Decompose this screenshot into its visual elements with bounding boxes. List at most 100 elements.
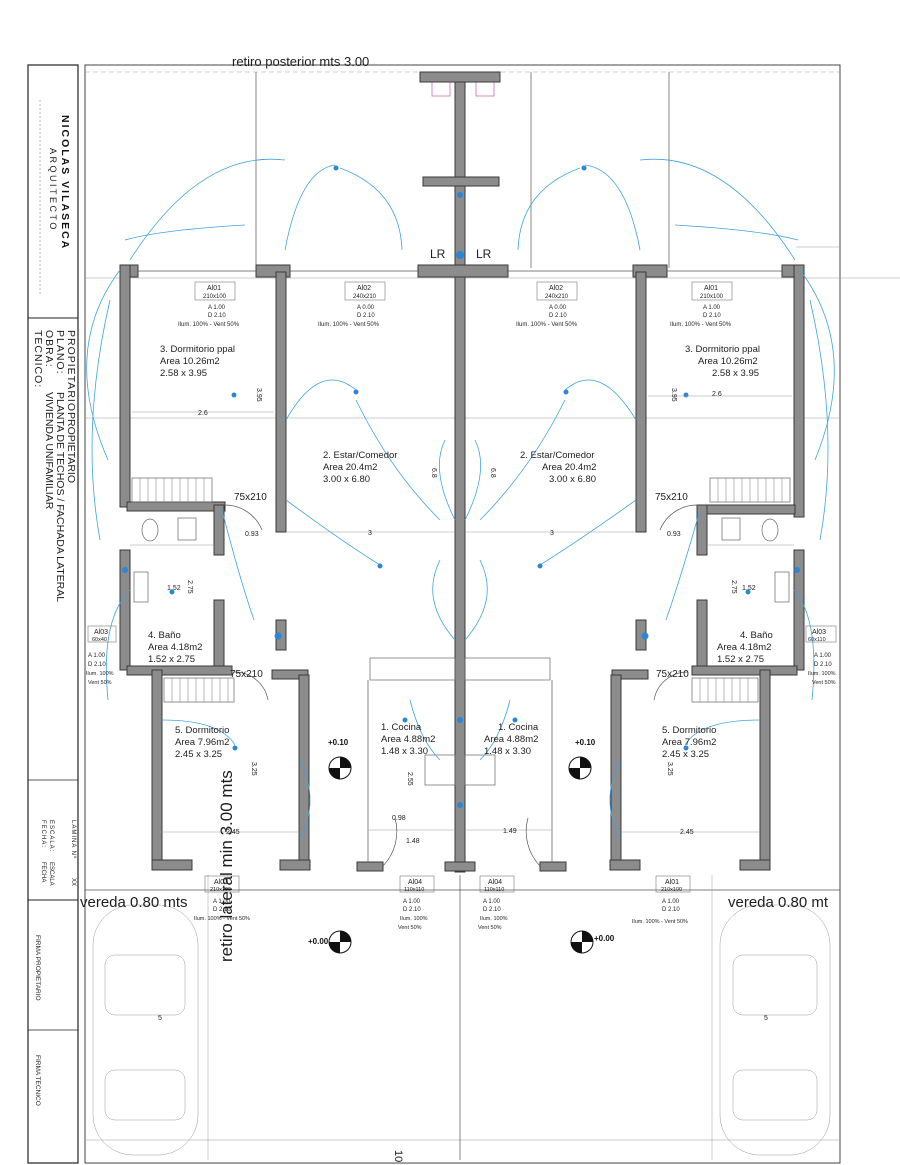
svg-text:2.75: 2.75 — [186, 580, 193, 594]
obra-value: VIVIENDA UNIFAMILIAR — [43, 392, 55, 510]
svg-text:3.95: 3.95 — [670, 388, 677, 402]
room-dorm-ppal-left: 3. Dormitorio ppal Area 10.26m2 2.58 x 3… — [160, 344, 235, 379]
dimensions: 2.6 2.6 3.95 3.95 6.8 6.8 3 3 0.93 0.93 … — [132, 388, 792, 845]
svg-text:2.45 x 3.25: 2.45 x 3.25 — [662, 749, 709, 760]
fecha-value: FECHA — [40, 862, 46, 882]
svg-text:+0.10: +0.10 — [575, 738, 596, 747]
window-tag-al03-left: Al03 60x40 A 1.00 D 2.10 Ilum. 100% Vent… — [86, 625, 117, 686]
svg-text:2.6: 2.6 — [712, 391, 722, 398]
svg-text:Al04: Al04 — [408, 879, 422, 886]
svg-text:2.6: 2.6 — [198, 410, 208, 417]
window-tag-al01-top-right: Al01 210x100 A 1.00 D 2.10 Ilum. 100% - … — [670, 281, 733, 328]
svg-text:A 1.00: A 1.00 — [814, 653, 832, 659]
svg-text:6.8: 6.8 — [489, 468, 496, 478]
window-tag-al01-bottom-left: Al01 210x100 A 1.00 D 2.10 Ilum. 100% - … — [194, 875, 250, 922]
window-tag-al03-right: Al03 60x110 A 1.00 D 2.10 Ilum. 100% Ven… — [805, 625, 837, 686]
svg-text:2. Estar/Comedor: 2. Estar/Comedor — [323, 450, 397, 461]
svg-text:D 2.10: D 2.10 — [208, 313, 226, 319]
svg-text:Ilum. 100% - Vent 50%: Ilum. 100% - Vent 50% — [670, 322, 732, 328]
room-bano-left: 4. Baño Area 4.18m2 1.52 x 2.75 — [148, 630, 202, 665]
window-tag-al02-right: Al02 240x210 A 0.00 D 2.10 Ilum. 100% - … — [516, 281, 578, 328]
svg-text:Al01: Al01 — [665, 879, 679, 886]
svg-text:210x100: 210x100 — [210, 887, 231, 893]
svg-text:3. Dormitorio ppal: 3. Dormitorio ppal — [160, 344, 235, 355]
svg-text:Vent 50%: Vent 50% — [812, 680, 836, 686]
room-estar-right: 2. Estar/Comedor Area 20.4m2 3.00 x 6.80 — [520, 450, 596, 485]
owner-value: PROPIETARIO — [65, 412, 77, 483]
svg-text:1.48 x 3.30: 1.48 x 3.30 — [484, 746, 531, 757]
door-tag-3: 75x210 — [230, 669, 263, 680]
svg-text:Ilum. 100% - Vent 50%: Ilum. 100% - Vent 50% — [632, 919, 688, 925]
room-dorm-left: 5. Dormitorio Area 7.96m2 2.45 x 3.25 — [175, 725, 229, 760]
svg-text:3: 3 — [368, 530, 372, 537]
escala-value: ESCALA — [48, 862, 54, 886]
room-estar-left: 2. Estar/Comedor Area 20.4m2 3.00 x 6.80 — [323, 450, 397, 485]
svg-text:1.48: 1.48 — [406, 838, 420, 845]
svg-text:1.48 x 3.30: 1.48 x 3.30 — [381, 746, 428, 757]
svg-text:+0.00: +0.00 — [594, 934, 615, 943]
svg-text:5. Dormitorio: 5. Dormitorio — [175, 725, 229, 736]
firma-propietario: FIRMA PROPIETARIO — [34, 935, 41, 1001]
bottom-dimension-number: 10 — [392, 1150, 404, 1162]
svg-text:Al03: Al03 — [94, 629, 108, 636]
svg-text:Area 10.26m2: Area 10.26m2 — [160, 356, 220, 367]
svg-text:0.98: 0.98 — [392, 815, 406, 822]
room-cocina-right: 1. Cocina Area 4.88m2 1.48 x 3.30 — [484, 722, 539, 757]
svg-text:D 2.10: D 2.10 — [357, 313, 375, 319]
parking-dimension-left: 5 — [158, 1015, 162, 1022]
architect-name: NICOLAS VILASECA — [59, 115, 71, 250]
svg-text:0.93: 0.93 — [667, 531, 681, 538]
top-setback-label: retiro posterior mts 3.00 — [232, 54, 369, 69]
svg-text:3.00 x 6.80: 3.00 x 6.80 — [323, 474, 370, 485]
svg-text:2.75: 2.75 — [730, 580, 737, 594]
svg-text:2.58 x 3.95: 2.58 x 3.95 — [160, 368, 207, 379]
svg-text:+0.00: +0.00 — [308, 937, 329, 946]
svg-text:Area 20.4m2: Area 20.4m2 — [323, 462, 377, 473]
vereda-label-left: vereda 0.80 mts — [80, 894, 188, 911]
vereda-label-right: vereda 0.80 mt — [728, 894, 829, 911]
svg-text:4. Baño: 4. Baño — [148, 630, 181, 641]
plan-label: PLANO: — [54, 330, 66, 375]
svg-text:1.52: 1.52 — [167, 585, 181, 592]
parking-dimension-right: 5 — [764, 1015, 768, 1022]
svg-text:2.45 x 3.25: 2.45 x 3.25 — [175, 749, 222, 760]
svg-text:Al04: Al04 — [488, 879, 502, 886]
door-tag-2: 75x210 — [655, 492, 688, 503]
svg-text:0.93: 0.93 — [245, 531, 259, 538]
laundry-label-right: LR — [476, 247, 492, 261]
door-tag-4: 75x210 — [656, 669, 689, 680]
svg-text:Ilum. 100%: Ilum. 100% — [400, 916, 428, 922]
svg-text:Area 4.18m2: Area 4.18m2 — [717, 642, 771, 653]
svg-text:3. Dormitorio ppal: 3. Dormitorio ppal — [685, 344, 760, 355]
svg-text:3.95: 3.95 — [255, 388, 262, 402]
svg-text:D 2.10: D 2.10 — [88, 662, 106, 668]
svg-text:Area 10.26m2: Area 10.26m2 — [698, 356, 758, 367]
room-cocina-left: 1. Cocina Area 4.88m2 1.48 x 3.30 — [381, 722, 435, 757]
svg-text:Area 4.88m2: Area 4.88m2 — [484, 734, 538, 745]
svg-text:Ilum. 100% - Vent 50%: Ilum. 100% - Vent 50% — [318, 322, 380, 328]
svg-text:Area 7.96m2: Area 7.96m2 — [662, 737, 716, 748]
svg-text:2.45: 2.45 — [680, 829, 694, 836]
title-block: NICOLAS VILASECA ARQUITECTO PROPIETARIO:… — [27, 64, 79, 1164]
electrical-wiring — [86, 158, 835, 841]
svg-text:Vent 50%: Vent 50% — [398, 925, 422, 931]
svg-text:2.45: 2.45 — [226, 829, 240, 836]
svg-text:1.52: 1.52 — [742, 585, 756, 592]
window-tag-al04-right: Al04 110x110 A 1.00 D 2.10 Ilum. 100% Ve… — [478, 875, 515, 931]
svg-text:+0.10: +0.10 — [328, 738, 349, 747]
svg-text:1.52 x 2.75: 1.52 x 2.75 — [717, 654, 764, 665]
svg-text:2.55: 2.55 — [406, 772, 413, 786]
svg-text:3: 3 — [550, 530, 554, 537]
svg-text:1.52 x 2.75: 1.52 x 2.75 — [148, 654, 195, 665]
svg-text:Ilum. 100%: Ilum. 100% — [808, 671, 836, 677]
svg-text:D 2.10: D 2.10 — [549, 313, 567, 319]
svg-text:3.25: 3.25 — [250, 762, 257, 776]
room-dorm-ppal-right: 3. Dormitorio ppal Area 10.26m2 2.58 x 3… — [685, 344, 760, 379]
fecha-label: FECHA: — [40, 820, 46, 848]
svg-text:1. Cocina: 1. Cocina — [498, 722, 539, 733]
svg-text:4. Baño: 4. Baño — [740, 630, 773, 641]
svg-text:A 0.00: A 0.00 — [357, 305, 375, 311]
svg-text:Al02: Al02 — [357, 285, 371, 292]
svg-text:110x110: 110x110 — [404, 887, 424, 893]
